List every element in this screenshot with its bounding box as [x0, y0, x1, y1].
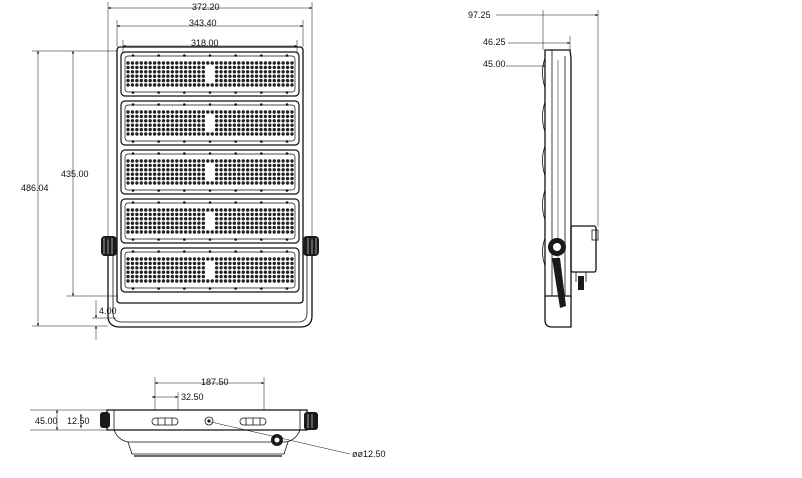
- dim-bottom-offset: 4.00: [99, 306, 117, 316]
- dim-slot-width: 32.50: [181, 392, 204, 402]
- dim-bottom-height: 45.00: [35, 416, 58, 426]
- driver-box: [570, 225, 597, 273]
- dim-hole-diameter: øø12.50: [352, 449, 386, 459]
- side-housing: [544, 49, 572, 297]
- dim-module-width: 318.00: [191, 38, 219, 48]
- dim-bottom-inner-height: 12.50: [67, 416, 90, 426]
- bottom-view: 187.50 32.50 45.00 12.50 øø12.50: [30, 377, 386, 459]
- front-view: 372.20 343.40 318.00 486.04 435.00 4.00: [21, 2, 319, 340]
- right-pivot-knob: [303, 236, 319, 256]
- bottom-right-knob: [304, 412, 318, 430]
- dim-side-depth-body: 45.00: [483, 59, 506, 69]
- dim-mid-width: 343.40: [189, 18, 217, 28]
- led-module: [120, 51, 300, 97]
- led-module: [120, 198, 300, 244]
- mounting-bracket: [107, 240, 313, 328]
- led-module: [120, 100, 300, 146]
- bottom-housing: [106, 409, 308, 431]
- side-view: 97.25 46.25 45.00: [468, 10, 599, 328]
- dim-module-height: 435.00: [61, 169, 89, 179]
- bottom-left-knob: [100, 412, 110, 428]
- left-pivot-knob: [101, 236, 117, 256]
- mounting-hole: [204, 416, 214, 426]
- dim-bracket-span: 187.50: [201, 377, 229, 387]
- dim-side-depth-total: 97.25: [468, 10, 491, 20]
- dim-overall-height: 486.04: [21, 183, 49, 193]
- dim-side-depth-mid: 46.25: [483, 37, 506, 47]
- dim-overall-width: 372.20: [192, 2, 220, 12]
- led-module: [120, 247, 300, 293]
- led-module: [120, 149, 300, 195]
- side-bracket-arm: [552, 258, 566, 308]
